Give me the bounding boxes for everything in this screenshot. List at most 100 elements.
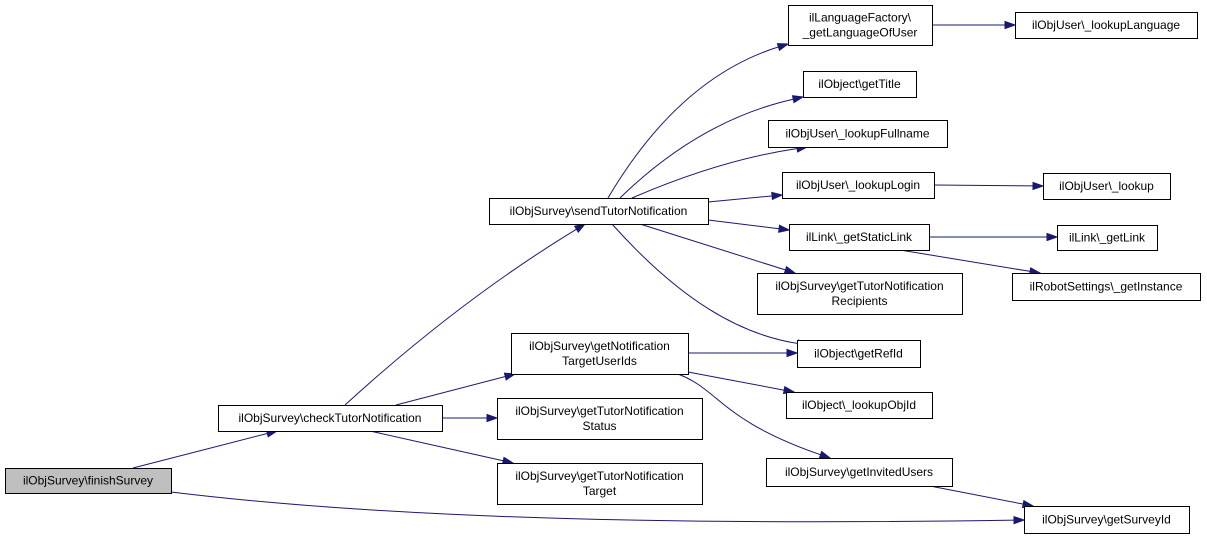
- node-box: [766, 458, 953, 487]
- node-label: ilObject\getTitle: [818, 77, 901, 91]
- node-label: ilObjSurvey\getTutorNotification: [775, 279, 943, 293]
- edge-arrowhead: [1013, 515, 1026, 525]
- node-get-instance[interactable]: ilRobotSettings\_getInstance: [1012, 273, 1201, 301]
- edge-line: [619, 98, 795, 199]
- edge-arrowhead: [573, 223, 587, 234]
- node-label: ilObjSurvey\finishSurvey: [23, 474, 153, 488]
- node-label: ilObjSurvey\getSurveyId: [1042, 513, 1171, 527]
- edge-arrowhead: [776, 43, 790, 52]
- edge-send-tutor-notification-to-get-language-of-user: [607, 43, 790, 199]
- node-send-tutor-notification[interactable]: ilObjSurvey\sendTutorNotification: [489, 198, 709, 225]
- edge-send-tutor-notification-to-lookup-fullname: [631, 144, 809, 199]
- node-box: [782, 172, 935, 199]
- node-get-invited-users[interactable]: ilObjSurvey\getInvitedUsers: [766, 458, 953, 487]
- edge-line: [899, 249, 1032, 273]
- edge-line: [611, 223, 800, 345]
- edge-line: [395, 375, 507, 406]
- node-label: ilObject\_lookupObjId: [802, 398, 916, 412]
- node-label: ilObjSurvey\sendTutorNotification: [510, 204, 688, 218]
- node-label: TargetUserIds: [562, 354, 637, 368]
- edge-line: [707, 219, 781, 230]
- node-label: ilObjSurvey\getTutorNotification: [515, 404, 683, 418]
- node-label: ilRobotSettings\_getInstance: [1030, 280, 1183, 294]
- edge-get-language-of-user-to-lookup-language: [932, 20, 1017, 30]
- node-lookup-obj-id[interactable]: ilObject\_lookupObjId: [786, 392, 933, 419]
- edge-line: [170, 491, 1016, 523]
- edge-send-tutor-notification-to-get-static-link: [707, 219, 791, 233]
- edge-finish-survey-to-check-tutor-notification: [132, 429, 279, 469]
- edge-check-tutor-notification-to-get-tutor-notification-status: [442, 413, 499, 423]
- edge-arrowhead: [818, 450, 832, 459]
- node-box: [497, 463, 703, 505]
- edge-send-tutor-notification-to-lookup-login: [707, 191, 784, 203]
- edge-arrowhead: [486, 413, 499, 423]
- node-label: Status: [582, 419, 616, 433]
- node-box: [797, 340, 921, 368]
- edge-get-invited-users-to-get-survey-id: [929, 485, 1035, 509]
- edge-send-tutor-notification-to-get-title: [619, 95, 805, 199]
- edge-check-tutor-notification-to-get-tutor-notification-target: [369, 430, 515, 465]
- edge-get-static-link-to-get-link: [929, 232, 1059, 242]
- node-finish-survey[interactable]: ilObjSurvey\finishSurvey: [5, 468, 172, 494]
- edge-line: [132, 432, 269, 469]
- node-get-tutor-notification-recipients[interactable]: ilObjSurvey\getTutorNotificationRecipien…: [757, 273, 963, 315]
- node-lookup[interactable]: ilObjUser\_lookup: [1043, 173, 1171, 200]
- node-box: [1015, 12, 1198, 39]
- node-box: [218, 405, 443, 432]
- edge-line: [369, 430, 505, 462]
- node-box: [768, 120, 948, 148]
- edge-line: [933, 184, 1035, 187]
- node-get-link[interactable]: ilLink\_getLink: [1057, 225, 1158, 251]
- node-label: ilObjUser\_lookupLogin: [796, 178, 920, 192]
- node-get-language-of-user[interactable]: ilLanguageFactory\_getLanguageOfUser: [788, 5, 933, 46]
- edge-line: [631, 147, 799, 199]
- node-box: [497, 398, 703, 440]
- edge-arrowhead: [771, 191, 784, 201]
- node-box: [789, 224, 930, 251]
- node-check-tutor-notification[interactable]: ilObjSurvey\checkTutorNotification: [218, 405, 443, 432]
- edge-check-tutor-notification-to-send-tutor-notification: [344, 223, 587, 406]
- edge-get-notification-target-user-ids-to-get-invited-users: [677, 373, 832, 459]
- node-box: [489, 198, 709, 225]
- node-label: ilObjUser\_lookup: [1059, 179, 1154, 193]
- node-lookup-login[interactable]: ilObjUser\_lookupLogin: [782, 172, 935, 199]
- node-lookup-language[interactable]: ilObjUser\_lookupLanguage: [1015, 12, 1198, 39]
- edge-arrowhead: [783, 265, 797, 274]
- node-box: [1024, 506, 1190, 534]
- node-get-ref-id[interactable]: ilObject\getRefId: [797, 340, 921, 368]
- node-box: [803, 71, 917, 98]
- node-label: ilObjUser\_lookupFullname: [785, 127, 929, 141]
- node-get-title[interactable]: ilObject\getTitle: [803, 71, 917, 98]
- edge-get-notification-target-user-ids-to-lookup-obj-id: [687, 371, 796, 395]
- node-lookup-fullname[interactable]: ilObjUser\_lookupFullname: [768, 120, 948, 148]
- node-label: ilLink\_getLink: [1069, 231, 1146, 245]
- node-label: _getLanguageOfUser: [802, 26, 918, 40]
- node-box: [788, 5, 933, 46]
- node-box: [5, 468, 172, 494]
- node-box: [511, 333, 689, 375]
- node-box: [786, 392, 933, 419]
- node-label: ilObjUser\_lookupLanguage: [1032, 18, 1180, 32]
- edge-arrowhead: [1046, 232, 1059, 242]
- edge-arrowhead: [786, 348, 799, 358]
- node-label: ilObjSurvey\getInvitedUsers: [785, 465, 933, 479]
- node-label: ilObjSurvey\getTutorNotification: [515, 469, 683, 483]
- edge-arrowhead: [1004, 20, 1017, 30]
- node-get-static-link[interactable]: ilLink\_getStaticLink: [789, 224, 930, 251]
- edge-line: [639, 223, 787, 271]
- node-label: ilObjSurvey\checkTutorNotification: [239, 411, 422, 425]
- edge-finish-survey-to-get-survey-id: [170, 491, 1026, 525]
- node-label: Target: [583, 484, 617, 498]
- node-label: ilObjSurvey\getNotification: [529, 339, 670, 353]
- edge-line: [344, 228, 578, 406]
- node-label: ilObject\getRefId: [814, 347, 903, 361]
- node-box: [1012, 273, 1201, 301]
- node-get-survey-id[interactable]: ilObjSurvey\getSurveyId: [1024, 506, 1190, 534]
- edge-line: [677, 373, 822, 456]
- edge-arrowhead: [1032, 181, 1045, 191]
- edge-line: [607, 46, 780, 199]
